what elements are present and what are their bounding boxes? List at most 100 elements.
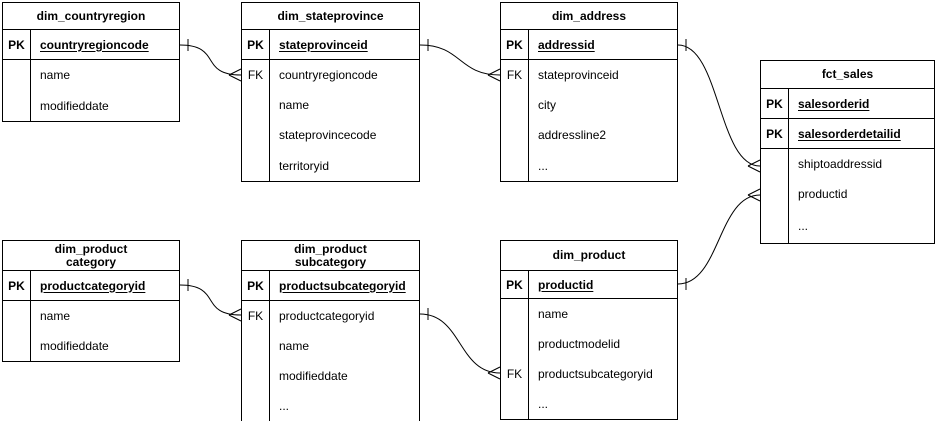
- entity-row: name: [3, 301, 179, 331]
- entity-row: modifieddate: [3, 331, 179, 361]
- key-column-cell: [761, 209, 789, 243]
- field-label: modifieddate: [40, 339, 109, 353]
- field-label: countryregioncode: [279, 68, 378, 82]
- pk-key-label: PK: [242, 30, 270, 59]
- field-label: ...: [279, 399, 290, 413]
- field-label: shiptoaddressid: [798, 157, 883, 171]
- relationship-line: [419, 44, 501, 76]
- entity-row: ...: [242, 391, 419, 421]
- cardinality-many-crowfoot-icon: [487, 366, 501, 380]
- key-column-cell: [242, 150, 270, 181]
- pk-key-label: PK: [242, 271, 270, 300]
- key-column-cell: [501, 120, 529, 150]
- key-column-cell: [3, 90, 31, 121]
- field-label: productsubcategoryid: [279, 278, 406, 293]
- entity-row: city: [501, 90, 677, 120]
- field-label: stateprovinceid: [279, 37, 368, 52]
- field-label: ...: [538, 397, 549, 411]
- key-column-cell: [242, 120, 270, 150]
- relationship-line: [179, 284, 242, 316]
- field-label: addressline2: [538, 128, 607, 142]
- pk-key-label: PK: [501, 271, 529, 298]
- entity-title: dim_product category: [3, 241, 179, 271]
- entity-row: PK productid: [501, 271, 677, 299]
- key-column-cell: [501, 329, 529, 359]
- pk-key-label: PK: [501, 30, 529, 59]
- entity-title: dim_product: [501, 241, 677, 271]
- relationship-dim_product_subcategory-to-dim_product: [419, 308, 501, 380]
- cardinality-many-crowfoot-icon: [487, 68, 501, 82]
- pk-key-label: PK: [761, 89, 789, 118]
- entity-row: name: [3, 60, 179, 90]
- key-column-cell: [501, 90, 529, 120]
- cardinality-many-crowfoot-icon: [747, 188, 761, 202]
- field-label: stateprovinceid: [538, 68, 619, 82]
- key-column-cell: [501, 299, 529, 329]
- key-column-cell: [501, 389, 529, 419]
- fk-key-label: FK: [501, 60, 529, 90]
- relationship-line: [677, 44, 761, 167]
- entity-row: shiptoaddressid: [761, 149, 934, 179]
- entity-row: FK countryregioncode: [242, 60, 419, 90]
- relationship-dim_product-to-fct_sales: [677, 188, 761, 290]
- field-label: name: [40, 309, 71, 323]
- cardinality-many-crowfoot-icon: [228, 68, 242, 82]
- pk-key-label: PK: [3, 30, 31, 59]
- relationship-dim_address-to-fct_sales: [677, 39, 761, 173]
- fk-key-label: FK: [242, 60, 270, 90]
- cardinality-many-crowfoot-icon: [228, 308, 242, 322]
- field-label: name: [538, 307, 569, 321]
- key-column-cell: [242, 361, 270, 391]
- field-label: modifieddate: [279, 369, 348, 383]
- field-label: productid: [798, 187, 848, 201]
- key-column-cell: [242, 90, 270, 120]
- key-column-cell: [242, 331, 270, 361]
- entity-row: name: [242, 90, 419, 120]
- entity-title: dim_product subcategory: [242, 241, 419, 271]
- relationship-dim_stateprovince-to-dim_address: [419, 39, 501, 82]
- entity-title: dim_address: [501, 3, 677, 30]
- field-label: name: [279, 98, 310, 112]
- key-column-cell: [3, 301, 31, 331]
- field-label: city: [538, 98, 556, 112]
- fk-key-label: FK: [501, 359, 529, 389]
- fk-key-label: FK: [242, 301, 270, 331]
- field-label: modifieddate: [40, 98, 109, 113]
- cardinality-many-crowfoot-icon: [747, 159, 761, 173]
- relationship-line: [419, 313, 501, 374]
- entity-row: name: [242, 331, 419, 361]
- relationship-line: [677, 194, 761, 285]
- field-label: productsubcategoryid: [538, 367, 653, 381]
- relationship-dim_product_category-to-dim_product_subcategory: [179, 279, 242, 322]
- field-label: territoryid: [279, 158, 330, 173]
- pk-key-label: PK: [3, 271, 31, 300]
- entity-title: dim_countryregion: [3, 3, 179, 30]
- field-label: productid: [538, 277, 594, 292]
- entity-title: fct_sales: [761, 61, 934, 89]
- entity-row: FK stateprovinceid: [501, 60, 677, 90]
- relationship-dim_countryregion-to-dim_stateprovince: [179, 39, 242, 82]
- entity-row: modifieddate: [3, 90, 179, 121]
- entity-row: productmodelid: [501, 329, 677, 359]
- key-column-cell: [3, 60, 31, 90]
- field-label: addressid: [538, 37, 595, 52]
- entity-row: territoryid: [242, 150, 419, 181]
- key-column-cell: [501, 150, 529, 181]
- field-label: name: [279, 339, 310, 353]
- entity-row: ...: [501, 389, 677, 419]
- entity-row: PK stateprovinceid: [242, 30, 419, 60]
- entity-row: modifieddate: [242, 361, 419, 391]
- field-label: productmodelid: [538, 337, 621, 351]
